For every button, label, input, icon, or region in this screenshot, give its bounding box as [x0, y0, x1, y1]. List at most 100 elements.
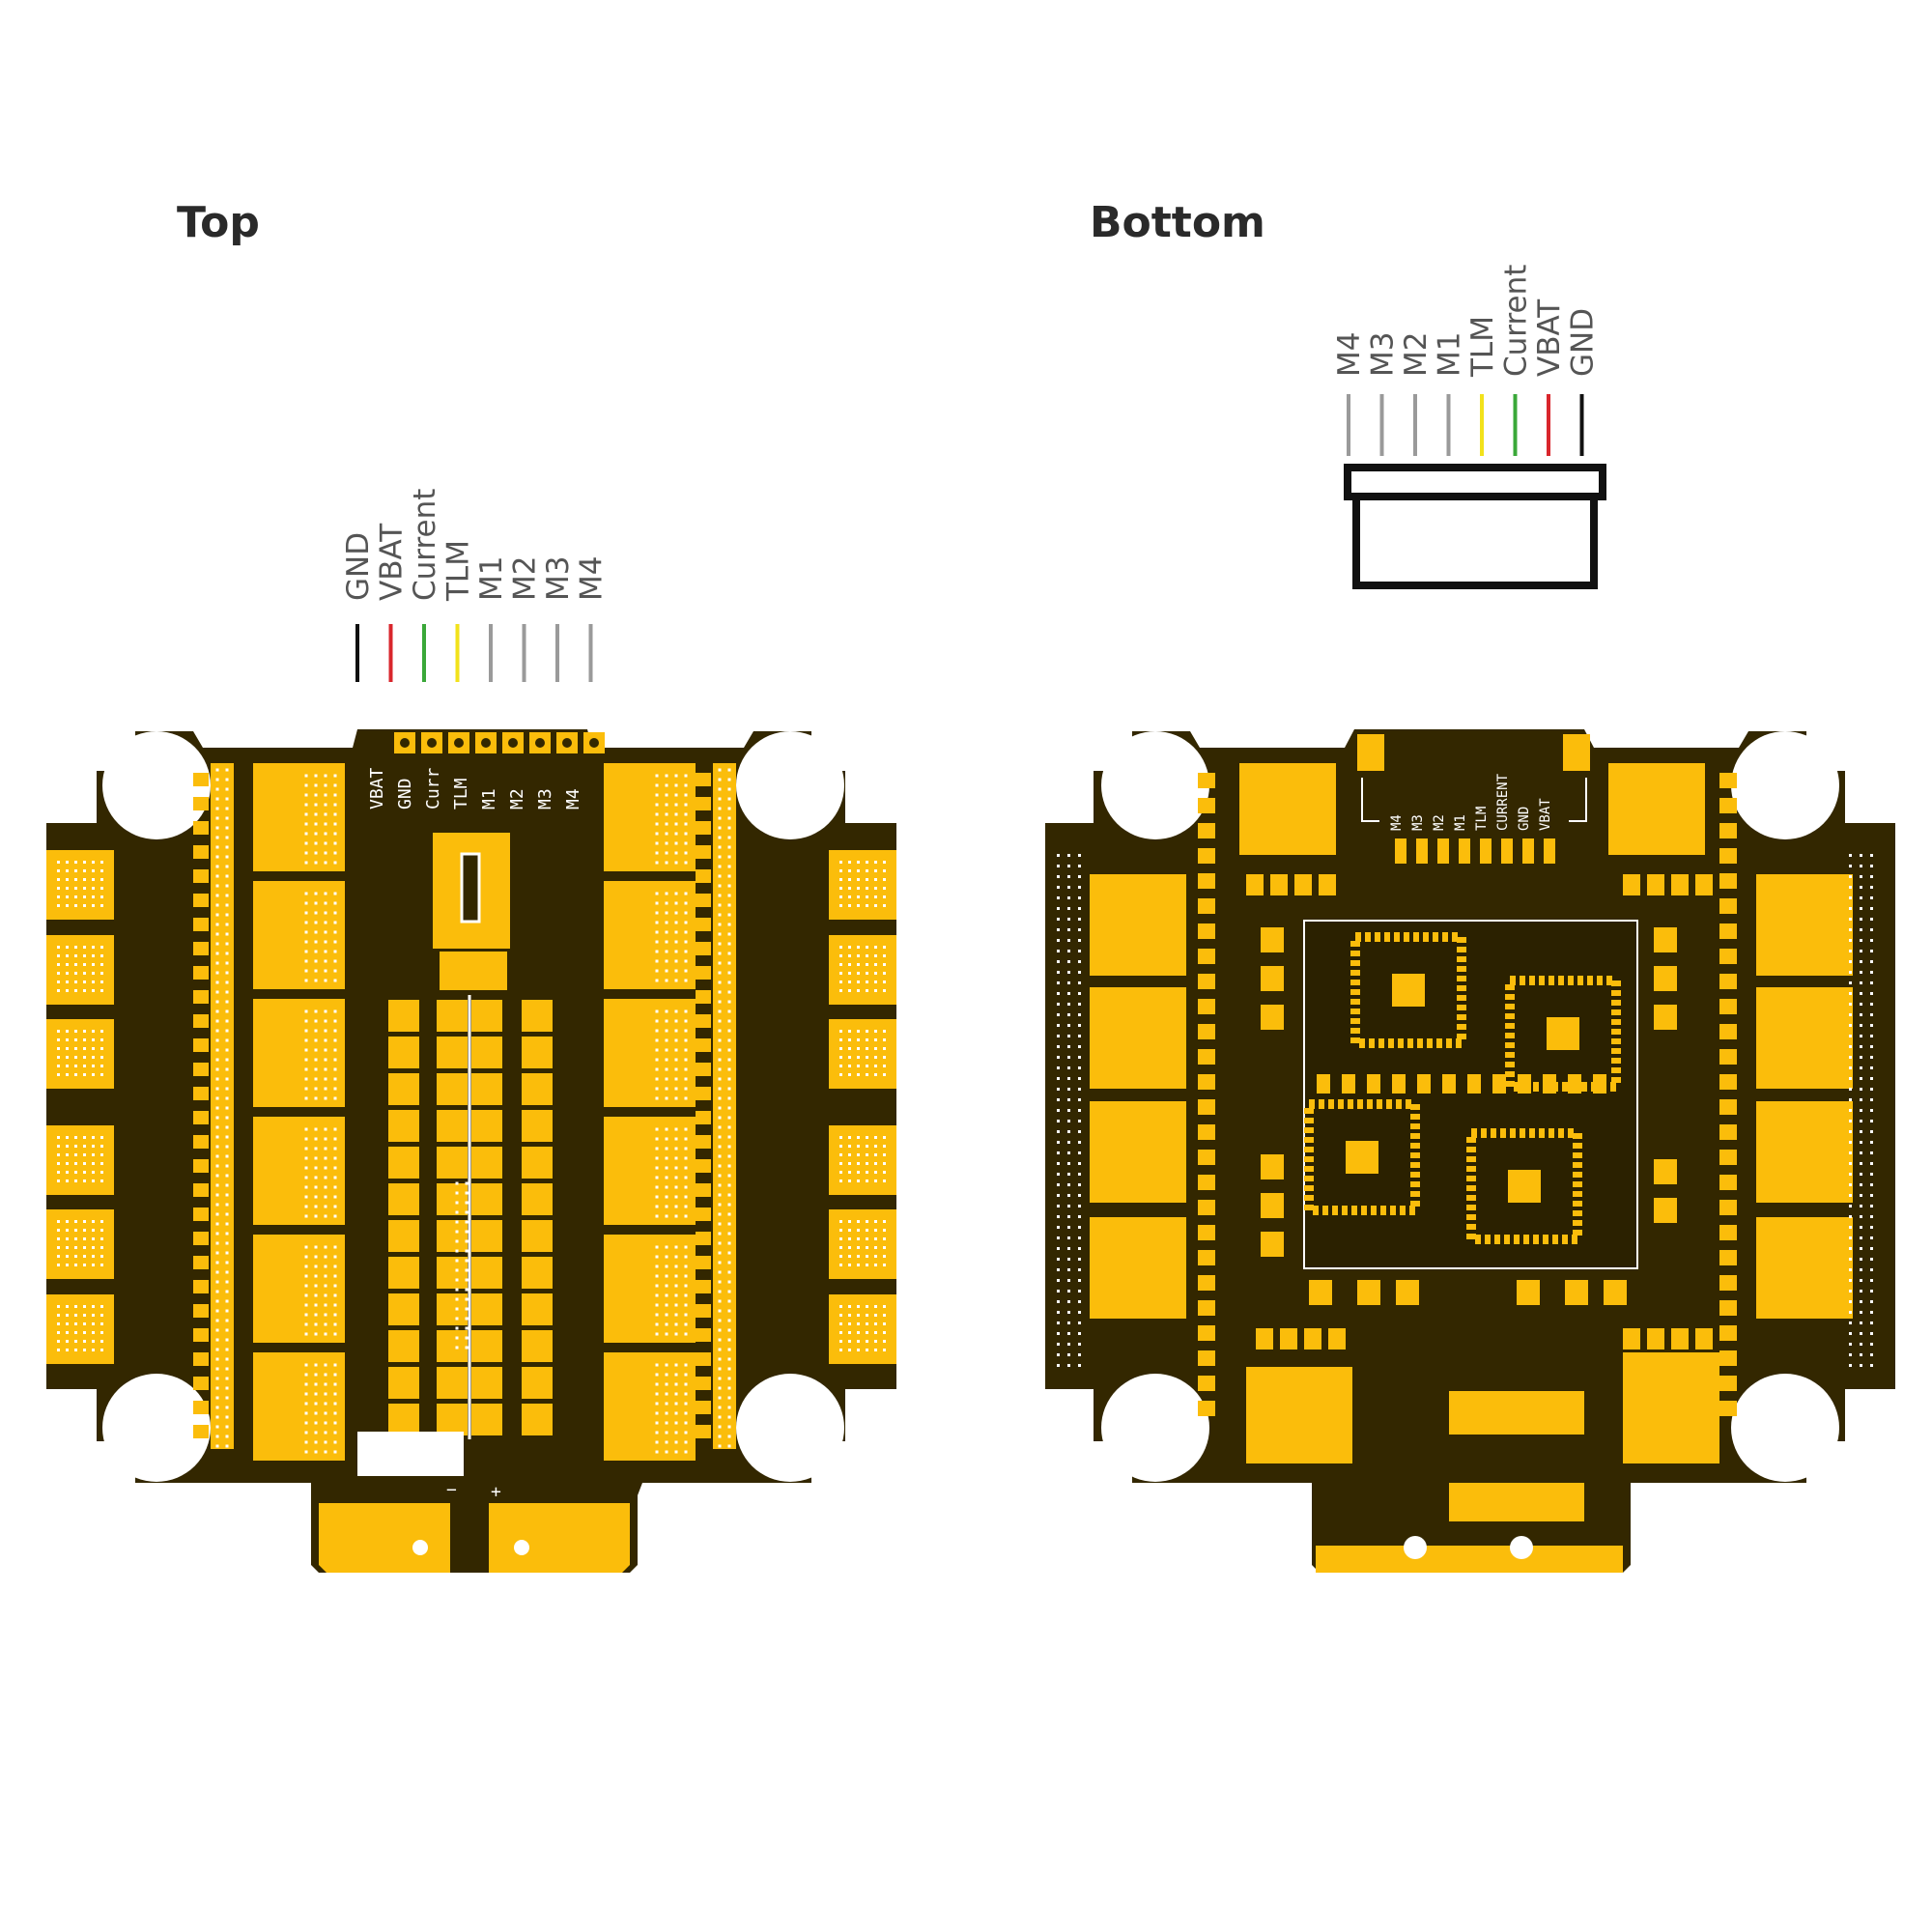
- via: [371, 1463, 374, 1465]
- via: [66, 1038, 69, 1041]
- via: [333, 1255, 337, 1259]
- via: [333, 950, 337, 953]
- via: [1870, 1024, 1873, 1027]
- via: [304, 979, 308, 982]
- capacitor-pad: [522, 1367, 553, 1399]
- via: [465, 1326, 469, 1330]
- mounting-hole: [1731, 731, 1839, 839]
- via: [74, 1153, 77, 1156]
- via: [883, 1047, 886, 1050]
- via: [225, 952, 229, 955]
- via: [665, 1009, 668, 1013]
- via: [883, 1246, 886, 1249]
- via: [1870, 918, 1873, 921]
- capacitor-pad: [471, 1404, 502, 1435]
- via: [848, 895, 851, 898]
- via: [1078, 939, 1081, 942]
- via: [655, 1077, 659, 1081]
- via: [1849, 1321, 1852, 1324]
- via: [874, 1264, 877, 1266]
- via: [848, 878, 851, 881]
- via: [665, 959, 668, 963]
- via: [215, 1125, 219, 1129]
- via: [1057, 981, 1060, 984]
- via: [684, 1147, 688, 1151]
- via: [215, 768, 219, 772]
- via: [874, 1229, 877, 1232]
- via: [684, 892, 688, 895]
- via: [718, 845, 722, 849]
- motor-pad: [46, 935, 114, 1005]
- via: [655, 783, 659, 787]
- mounting-hole: [1101, 1374, 1209, 1482]
- via: [866, 1136, 868, 1139]
- via: [674, 1195, 678, 1199]
- via: [684, 969, 688, 973]
- via: [857, 1038, 860, 1041]
- via: [684, 1373, 688, 1377]
- via: [225, 807, 229, 810]
- via: [215, 1067, 219, 1071]
- via: [215, 884, 219, 888]
- via: [655, 1048, 659, 1052]
- via: [665, 841, 668, 845]
- corner-pad: [1246, 1367, 1352, 1463]
- via: [1067, 1364, 1070, 1367]
- via: [324, 1048, 327, 1052]
- via: [674, 841, 678, 845]
- via: [684, 979, 688, 982]
- via: [304, 841, 308, 845]
- via: [1860, 1183, 1862, 1186]
- smd-pad: [1719, 1300, 1737, 1316]
- via: [839, 989, 842, 992]
- via: [83, 1136, 86, 1139]
- via: [100, 1305, 103, 1308]
- gate-driver-strip: [713, 763, 736, 1449]
- via: [215, 845, 219, 849]
- via: [324, 1392, 327, 1396]
- via: [1870, 1353, 1873, 1356]
- via: [304, 1166, 308, 1170]
- via: [665, 1332, 668, 1336]
- via: [718, 1203, 722, 1207]
- mosfet-pad: [253, 881, 345, 989]
- via: [1849, 1258, 1852, 1261]
- via: [324, 1332, 327, 1336]
- via: [684, 774, 688, 778]
- via: [465, 1220, 469, 1224]
- via: [304, 1431, 308, 1435]
- via: [92, 1229, 95, 1232]
- via: [324, 1322, 327, 1326]
- via: [674, 832, 678, 836]
- via: [66, 1056, 69, 1059]
- capacitor-pad: [388, 1330, 419, 1362]
- capacitor-pad: [471, 1073, 502, 1105]
- via: [324, 1363, 327, 1367]
- via: [1057, 1268, 1060, 1271]
- via: [655, 1411, 659, 1415]
- via: [718, 865, 722, 868]
- smd-pad: [696, 1425, 711, 1438]
- via: [333, 1373, 337, 1377]
- smd-pad: [696, 1159, 711, 1173]
- via: [314, 1392, 318, 1396]
- smd-pad: [1719, 1225, 1737, 1240]
- via: [727, 1338, 731, 1342]
- via: [1870, 1088, 1873, 1091]
- via: [665, 892, 668, 895]
- via: [57, 980, 60, 983]
- via: [883, 1153, 886, 1156]
- via: [839, 1264, 842, 1266]
- via: [1078, 1205, 1081, 1208]
- via: [423, 1445, 426, 1448]
- driver-ic-pins: [1505, 976, 1621, 1092]
- via: [83, 954, 86, 957]
- via: [324, 940, 327, 944]
- via: [1849, 1268, 1852, 1271]
- via: [883, 869, 886, 872]
- via: [1057, 854, 1060, 857]
- via: [333, 851, 337, 855]
- via: [883, 1038, 886, 1041]
- via: [314, 1038, 318, 1042]
- via: [83, 1171, 86, 1174]
